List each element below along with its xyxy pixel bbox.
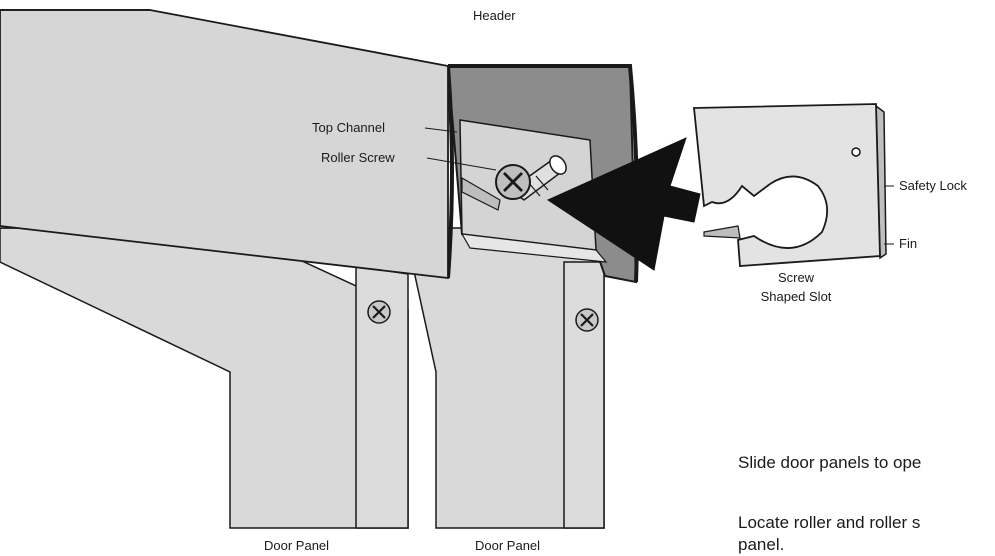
- door-panel-left-label: Door Panel: [264, 538, 330, 553]
- panel-screw-left-icon: [367, 300, 391, 324]
- door-panel-right-label: Door Panel: [475, 538, 541, 553]
- fin-label: Fin: [899, 236, 918, 251]
- insert-arrow-icon: [546, 137, 701, 271]
- roller-screw-label: Roller Screw: [321, 150, 395, 165]
- instruction-step-1: Slide door panels to ope: [738, 453, 922, 472]
- screw-shaped-slot-label-line2: Shaped Slot: [760, 289, 832, 304]
- panel-screw-right-icon: [575, 308, 599, 332]
- top-channel-label: Top Channel: [312, 120, 385, 135]
- header-box: [0, 9, 449, 280]
- safety-lock-plate: [693, 103, 887, 267]
- safety-lock-label: Safety Lock: [899, 178, 967, 193]
- roller-screw-icon: [495, 164, 531, 200]
- leader-lines: [424, 127, 894, 245]
- instruction-step-2-line-2: panel.: [738, 535, 785, 554]
- door-panel-left: [0, 227, 409, 529]
- header-label: Header: [473, 8, 516, 23]
- instruction-step-2-line-1: Locate roller and roller s: [738, 513, 921, 532]
- screw-shaped-slot-label-line1: Screw: [777, 270, 815, 285]
